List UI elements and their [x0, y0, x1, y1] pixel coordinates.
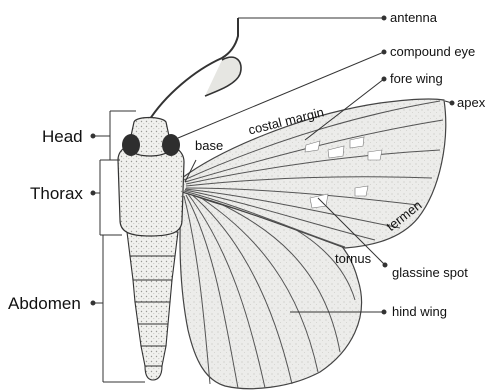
antenna-label: antenna [390, 11, 437, 24]
antenna-shape [148, 18, 241, 122]
hind-wing-label: hind wing [392, 305, 447, 318]
compound-eye-label: compound eye [390, 45, 475, 58]
fore-wing-label: fore wing [390, 72, 443, 85]
head-label: Head [42, 128, 83, 145]
glassine-spot-label: glassine spot [392, 266, 468, 279]
apex-label: apex [457, 96, 485, 109]
compound-eye-left [122, 134, 140, 156]
base-label: base [195, 139, 223, 152]
abdomen-segments [127, 232, 178, 380]
compound-eye-right [162, 134, 180, 156]
abdomen-label: Abdomen [8, 295, 81, 312]
thorax-label: Thorax [30, 185, 83, 202]
butterfly-body [118, 118, 184, 381]
tornus-label: tornus [335, 252, 371, 265]
